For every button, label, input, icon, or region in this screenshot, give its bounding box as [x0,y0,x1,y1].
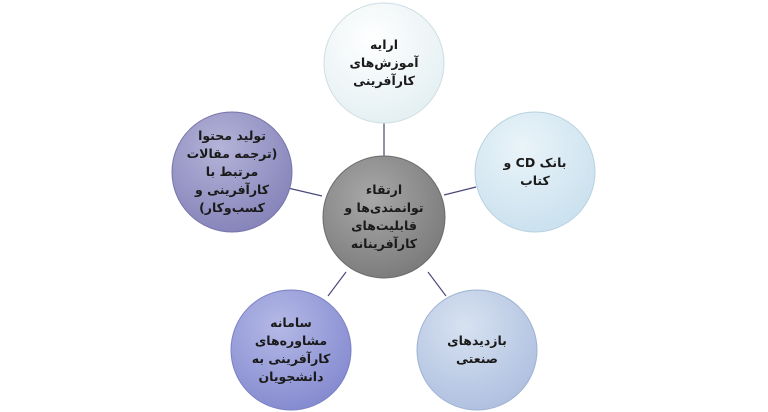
node-top-label: ارایه آموزش‌های کارآفرینی [349,36,419,89]
node-right-circle [474,111,596,233]
center-node-circle [322,155,446,279]
node-bottom-left-circle [230,289,352,411]
node-bottom-right-circle [416,289,538,411]
node-bottom-right-label: بازدیدهای صنعتی [447,332,507,366]
node-top-circle [323,2,445,124]
node-left-circle [171,111,293,233]
node-right-label: بانک CD و کتاب [503,154,567,188]
node-bottom-left-label: سامانه مشاوره‌های کارآفرینی به دانشجویان [251,314,331,385]
center-node-label: ارتقاء توانمندی‌ها و قابلیت‌های کارآفرین… [344,181,424,252]
connector-right [443,186,477,196]
connector-bottom-right [427,271,447,297]
node-left-label: تولید محتوا (ترجمه مقالات مرتبط با کارآف… [186,127,278,216]
connector-bottom-left [327,271,347,297]
connector-left [287,187,323,197]
